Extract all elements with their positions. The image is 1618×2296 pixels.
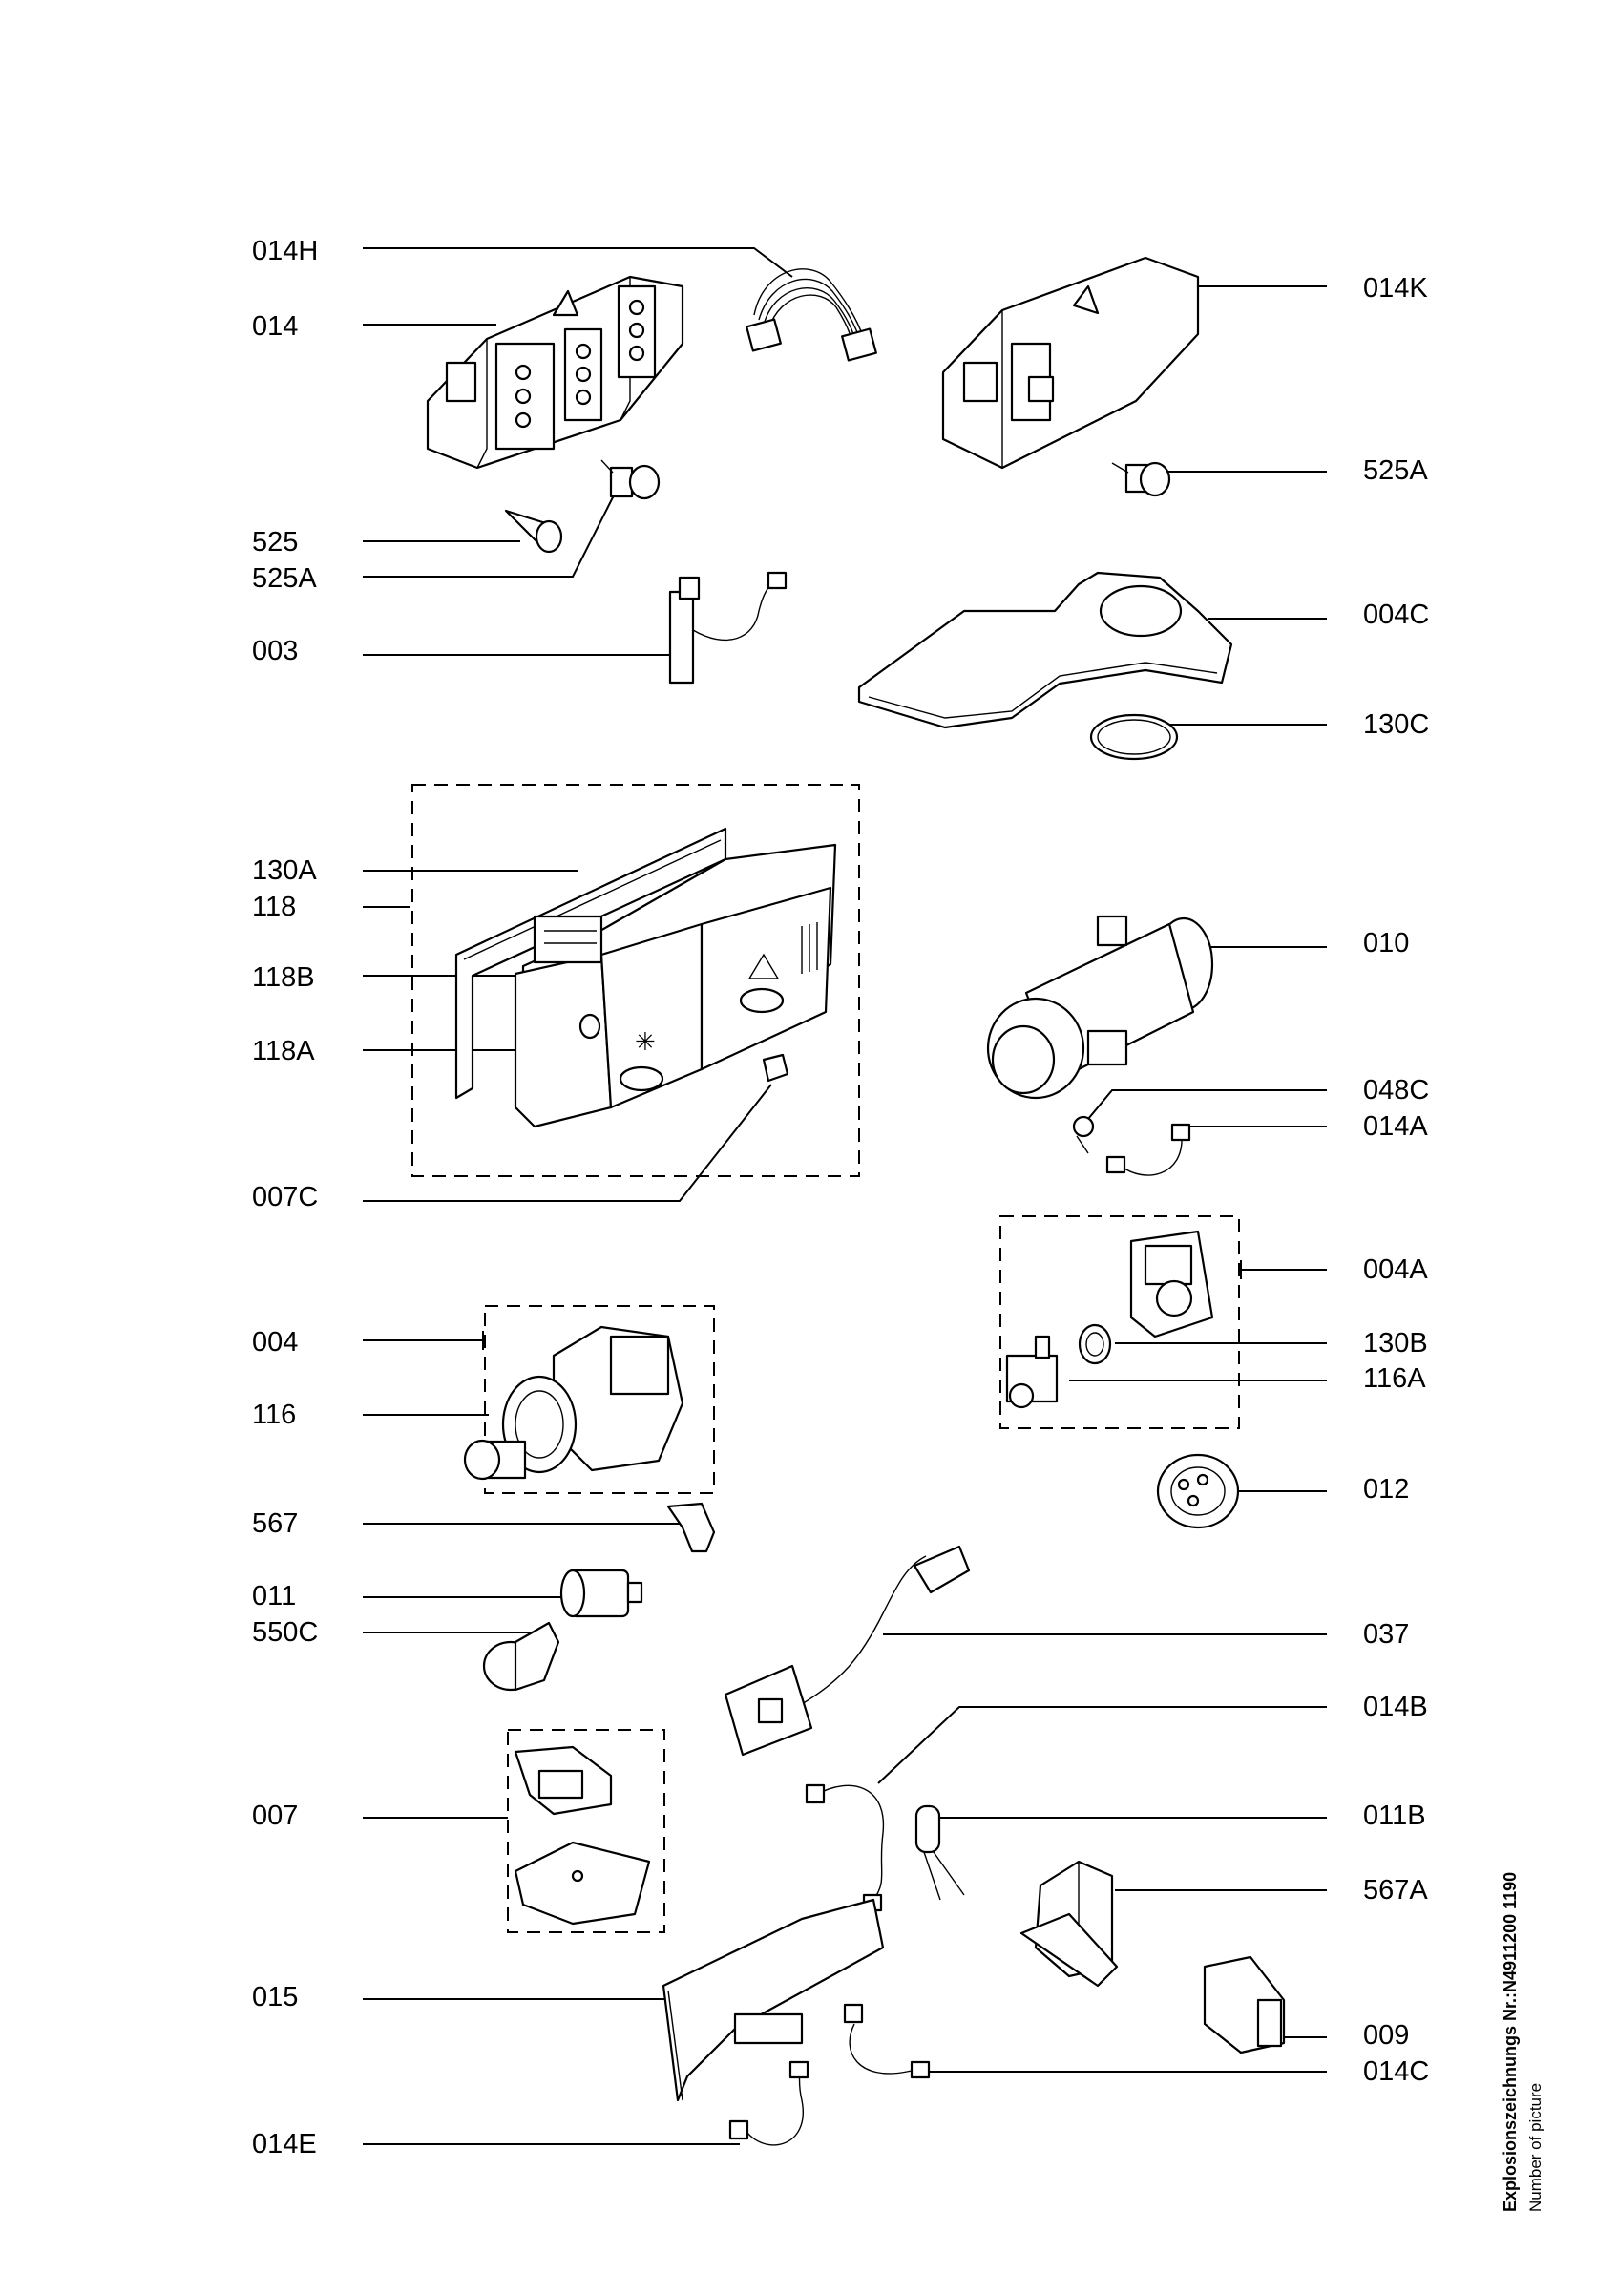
part-014C-cable xyxy=(843,2003,931,2079)
part-525A-knob-right xyxy=(1111,461,1171,497)
label-014H: 014H xyxy=(252,236,319,266)
label-011B: 011B xyxy=(1363,1801,1426,1831)
part-014K-control-module xyxy=(941,256,1200,470)
part-011B-capacitor xyxy=(914,1804,965,1901)
leader-lines-right xyxy=(877,285,1327,2073)
label-130C: 130C xyxy=(1363,709,1430,740)
label-004A: 004A xyxy=(1363,1254,1428,1285)
label-010: 010 xyxy=(1363,928,1410,958)
label-118: 118 xyxy=(252,892,297,922)
part-011-motor xyxy=(559,1569,643,1618)
label-014A: 014A xyxy=(1363,1111,1428,1142)
group-box-004A xyxy=(999,1215,1240,1429)
part-015-control-panel xyxy=(662,1898,885,2102)
part-004-circulation-pump xyxy=(501,1325,684,1474)
group-box-118 xyxy=(411,784,860,1177)
label-037: 037 xyxy=(1363,1619,1410,1650)
part-525-knob xyxy=(504,509,563,554)
part-012-pressure-switch xyxy=(1156,1453,1240,1529)
label-116: 116 xyxy=(252,1400,297,1430)
label-014: 014 xyxy=(252,311,299,342)
part-130C-gasket-ring xyxy=(1089,713,1179,761)
label-130A: 130A xyxy=(252,855,317,886)
part-525A-knob-left xyxy=(600,459,661,500)
label-130B: 130B xyxy=(1363,1328,1428,1359)
label-014C: 014C xyxy=(1363,2056,1430,2087)
label-525A-right: 525A xyxy=(1363,455,1428,486)
label-014K: 014K xyxy=(1363,273,1428,304)
part-048C-sensor xyxy=(1072,1115,1095,1154)
part-014A-cable xyxy=(1105,1123,1191,1176)
label-118A: 118A xyxy=(252,1036,315,1066)
part-550C-knob xyxy=(482,1621,560,1692)
part-116-pump-outlet xyxy=(463,1439,527,1481)
part-007-door-lock xyxy=(514,1745,651,1926)
label-048C: 048C xyxy=(1363,1075,1430,1106)
label-015: 015 xyxy=(252,1982,299,2012)
leader-014B xyxy=(877,1706,1327,1784)
part-010-heater xyxy=(986,915,1214,1100)
leader-007C xyxy=(363,1084,772,1202)
leader-525A-left xyxy=(363,491,617,578)
part-567A-bracket xyxy=(1019,1860,1119,1988)
part-004C-cover xyxy=(857,571,1233,729)
svg-text:✳: ✳ xyxy=(635,1028,656,1057)
part-003-switch xyxy=(668,571,788,685)
number-of-picture: Number of picture xyxy=(1526,2082,1544,2212)
part-037-mains-cable xyxy=(724,1545,971,1757)
label-525: 525 xyxy=(252,527,299,558)
leader-lines-left xyxy=(363,247,793,2145)
label-567A: 567A xyxy=(1363,1875,1428,1906)
part-007C-clip xyxy=(762,1053,789,1083)
label-014E: 014E xyxy=(252,2129,317,2159)
group-box-004 xyxy=(484,1305,715,1494)
part-009-relay xyxy=(1203,1955,1286,2054)
label-004C: 004C xyxy=(1363,600,1430,630)
part-116A-valve xyxy=(1005,1335,1059,1409)
label-007: 007 xyxy=(252,1801,299,1831)
part-130A-gasket-frame xyxy=(454,827,727,1100)
part-014E-cable xyxy=(728,2060,809,2146)
label-009: 009 xyxy=(1363,2020,1410,2051)
label-012: 012 xyxy=(1363,1474,1410,1505)
part-014H-wire-harness xyxy=(746,268,877,362)
label-004: 004 xyxy=(252,1327,299,1358)
label-118B: 118B xyxy=(252,962,315,993)
label-550C: 550C xyxy=(252,1617,319,1648)
drawing-number: Explosionszeichnungs Nr.:N4911200 1190 xyxy=(1501,1871,1520,2212)
label-567: 567 xyxy=(252,1508,299,1539)
label-116A: 116A xyxy=(1363,1363,1426,1394)
part-014-control-module xyxy=(426,275,684,470)
leader-014H xyxy=(363,247,793,278)
label-003: 003 xyxy=(252,636,299,666)
leader-048C xyxy=(1087,1089,1327,1120)
label-007C: 007C xyxy=(252,1182,319,1212)
part-014B-cable xyxy=(805,1783,885,1912)
part-567-clip xyxy=(666,1502,716,1553)
part-118-dispenser: ✳ xyxy=(514,843,837,1128)
label-014B: 014B xyxy=(1363,1692,1428,1722)
part-004A-pump xyxy=(1129,1230,1214,1338)
group-box-007 xyxy=(507,1729,665,1933)
part-130B-ring xyxy=(1078,1323,1112,1365)
label-011: 011 xyxy=(252,1581,297,1611)
label-525A-left: 525A xyxy=(252,563,317,594)
